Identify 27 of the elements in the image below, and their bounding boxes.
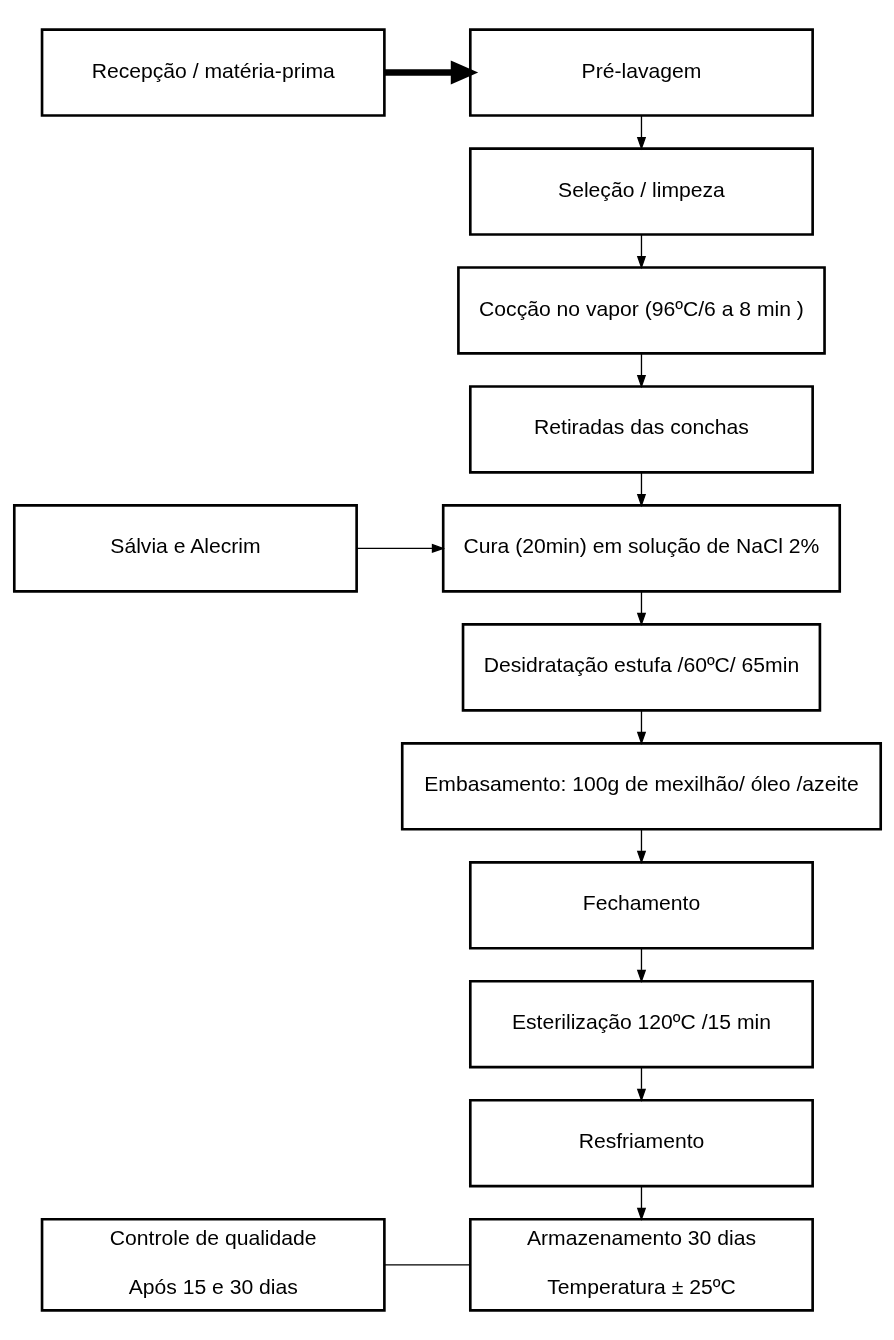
arrow bbox=[636, 591, 646, 627]
arrow bbox=[355, 543, 445, 554]
arrow bbox=[636, 115, 646, 151]
arrow bbox=[636, 353, 646, 389]
connector bbox=[383, 1264, 471, 1266]
node-box: Fechamento bbox=[468, 861, 814, 950]
arrow bbox=[636, 1185, 646, 1222]
arrow bbox=[636, 1066, 646, 1102]
node-box: Seleção / limpeza bbox=[468, 147, 814, 236]
arrow bbox=[384, 60, 478, 85]
node-box: Resfriamento bbox=[468, 1098, 814, 1188]
node-box: Recepção / matéria-prima bbox=[40, 28, 386, 117]
node-box: Retiradas das conchas bbox=[468, 385, 814, 474]
node-box: Armazenamento 30 dias Temperatura ± 25ºC bbox=[468, 1217, 814, 1312]
arrow bbox=[636, 710, 646, 746]
node-box: Embasamento: 100g de mexilhão/ óleo /azeite bbox=[400, 742, 882, 831]
arrow bbox=[636, 947, 646, 983]
arrow bbox=[636, 472, 646, 508]
node-box: Pré-lavagem bbox=[468, 28, 814, 117]
node-box: Esterilização 120ºC /15 min bbox=[468, 979, 814, 1069]
arrow bbox=[636, 234, 646, 270]
node-box: Cura (20min) em solução de NaCl 2% bbox=[441, 504, 841, 593]
arrow bbox=[636, 828, 646, 865]
node-box: Desidratação estufa /60ºC/ 65min bbox=[461, 623, 821, 712]
node-box: Cocção no vapor (96ºC/6 a 8 min ) bbox=[456, 266, 826, 355]
node-box: Sálvia e Alecrim bbox=[12, 504, 358, 593]
node-box: Controle de qualidade Após 15 e 30 dias bbox=[40, 1217, 386, 1312]
